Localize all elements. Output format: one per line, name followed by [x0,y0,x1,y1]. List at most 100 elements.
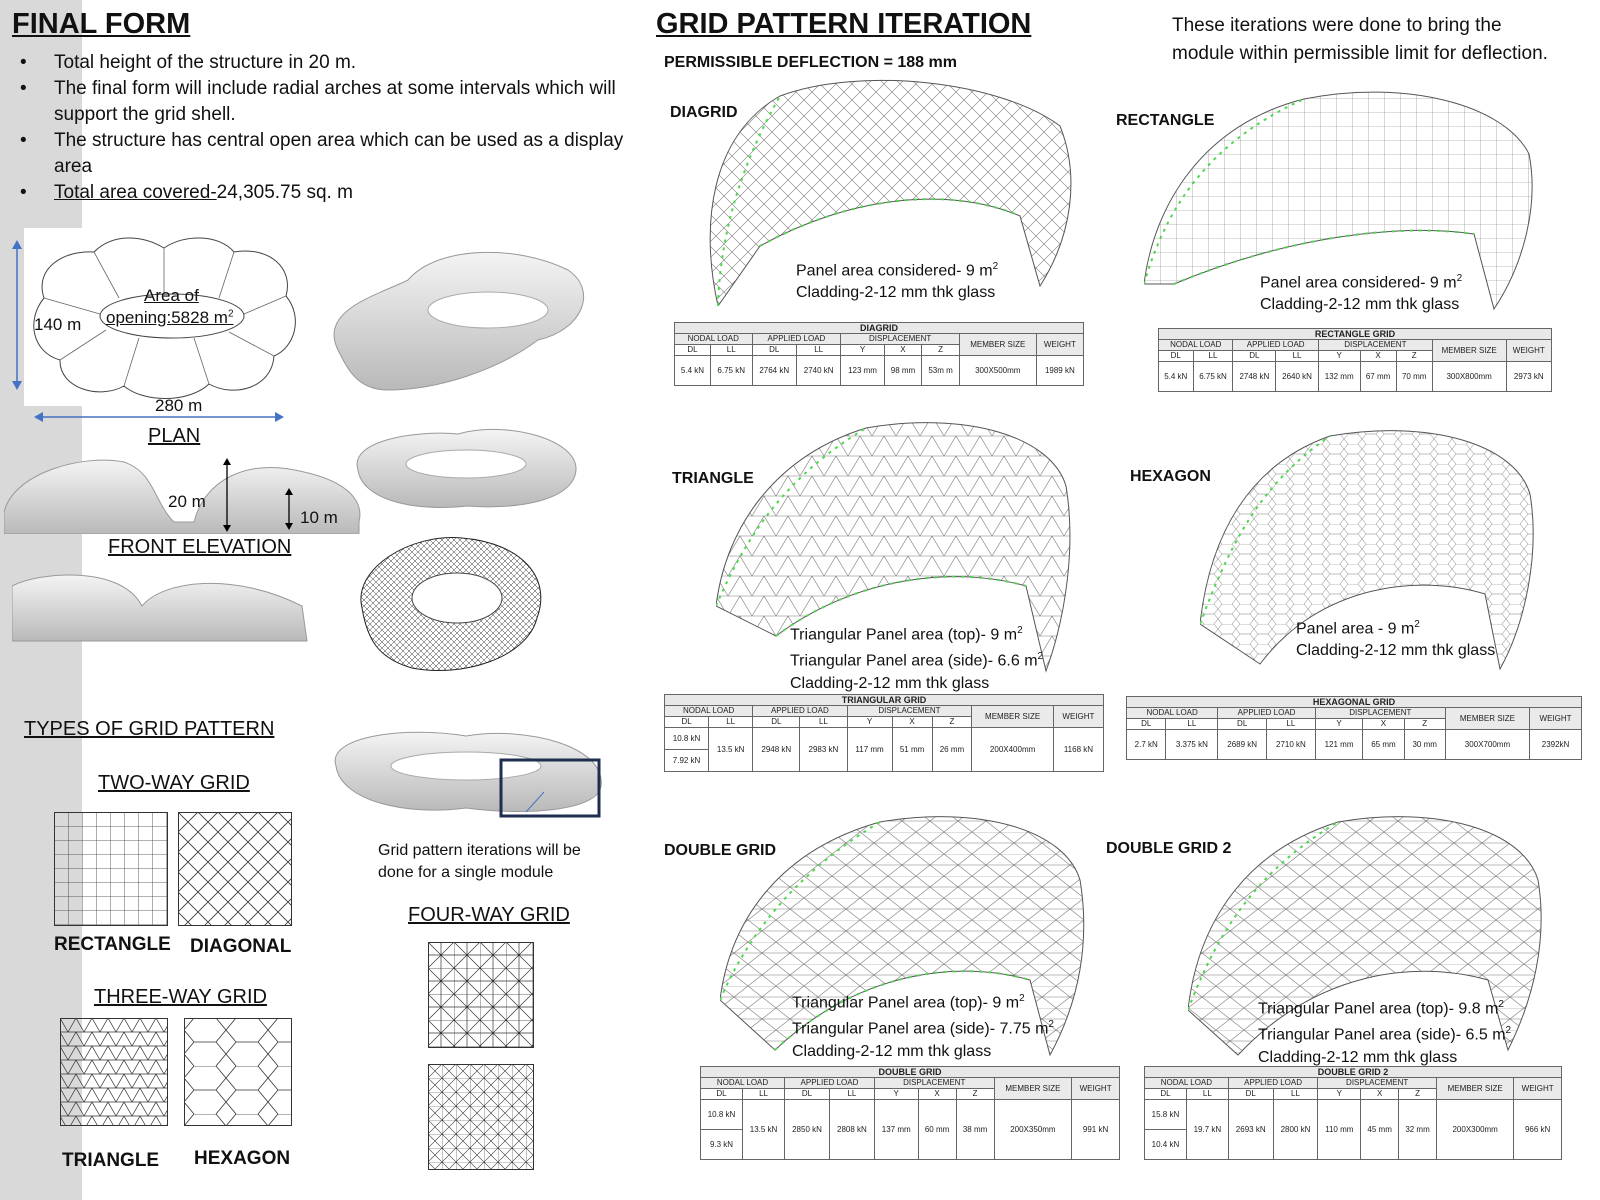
final-form-bullets: Total height of the structure in 20 m. T… [14,50,634,206]
module-note-line-2: done for a single module [378,864,554,881]
table-cell: 200X400mm [971,727,1054,772]
table-cell: DISPLACEMENT [873,1077,995,1089]
three-way-title: THREE-WAY GRID [94,986,267,1008]
table-cell: NODAL LOAD [699,1077,786,1089]
iteration-intro: These iterations were done to bring the … [1172,12,1548,68]
table-cell: LL [828,1088,875,1100]
table-cell: 13.5 kN [708,727,754,772]
plan-caption: PLAN [148,425,201,447]
table-cell: 2973 kN [1505,361,1553,392]
table-cell: 7.92 kN [663,749,710,772]
triangle-module-label: TRIANGLE [672,470,754,487]
table-cell: 19.7 kN [1185,1099,1229,1160]
table-cell: Z [1398,1088,1437,1100]
table-cell: MEMBER SIZE [971,705,1054,728]
table-cell: 2740 kN [795,355,842,386]
elevation-dim-10: 10 m [300,508,338,527]
table-cell: 2693 kN [1227,1099,1274,1160]
plan-dim-140: 140 m [34,315,82,334]
table-cell: Y [1314,718,1364,730]
table-cell: 200X350mm [993,1099,1073,1160]
table-cell: LL [709,344,753,356]
table-cell: 991 kN [1071,1099,1120,1160]
table-cell: LL [1266,718,1316,730]
table-cell: 2689 kN [1217,729,1268,760]
table-cell: NODAL LOAD [1157,339,1234,351]
table-cell: LL [1165,718,1219,730]
table-cell: Y [840,344,885,356]
double-grid-note: Triangular Panel area (top)- 9 m2 Triang… [792,993,1054,1060]
table-cell: NODAL LOAD [1125,707,1219,719]
table-cell: Z [921,344,960,356]
table-cell: DOUBLE GRID [700,1066,1120,1078]
bullet-open-area: The structure has central open area whic… [14,128,634,180]
table-cell: 10.8 kN [699,1099,744,1130]
table-cell: 132 mm [1317,361,1361,392]
table-cell: APPLIED LOAD [1227,1077,1319,1089]
table-cell: 117 mm [846,727,893,772]
triangle-grid-sample [60,1018,168,1126]
table-cell: 1989 kN [1035,355,1085,386]
wireframe-view [352,528,552,678]
table-cell: WEIGHT [1035,333,1085,356]
table-cell: 65 mm [1362,729,1405,760]
table-cell: DISPLACEMENT [840,333,960,345]
table-cell: 2748 kN [1232,361,1277,392]
table-cell: APPLIED LOAD [784,1077,875,1089]
table-cell: DL [1144,1088,1187,1100]
elevation-caption: FRONT ELEVATION [108,536,292,558]
rectangle-module-label: RECTANGLE [1116,112,1215,129]
bullet-area-covered: Total area covered-24,305.75 sq. m [14,180,634,206]
table-cell: MEMBER SIZE [958,333,1037,356]
plan-width-dimension-arrow [34,410,284,424]
table-cell: 60 mm [917,1099,957,1160]
table-cell: Z [931,716,973,728]
table-cell: DISPLACEMENT [1317,339,1433,351]
table-cell: 966 kN [1513,1099,1562,1160]
table-cell: X [1359,350,1397,362]
front-elevation-drawing [4,452,364,534]
table-cell: LL [1275,350,1319,362]
area-covered-value: 24,305.75 sq. m [216,182,353,203]
plan-dim-280: 280 m [155,396,203,415]
table-cell: DL [663,716,710,728]
module-selection-render [326,726,608,820]
hexagon-module-label: HEXAGON [1130,468,1211,485]
two-way-title: TWO-WAY GRID [98,772,250,794]
table-cell: 98 mm [883,355,923,386]
table-cell: 67 mm [1359,361,1397,392]
triangle-label: TRIANGLE [62,1150,160,1171]
double-grid-2-note: Triangular Panel area (top)- 9.8 m2 Tria… [1258,999,1512,1066]
table-cell: 2948 kN [752,727,801,772]
table-cell: NODAL LOAD [1144,1077,1229,1089]
double-grid-label: DOUBLE GRID [664,842,776,859]
table-cell: DISPLACEMENT [846,705,973,717]
rectangle-label: RECTANGLE [54,934,171,955]
iteration-title: GRID PATTERN ITERATION [656,8,1032,40]
table-cell: MEMBER SIZE [1444,707,1531,730]
table-cell: 10.8 kN [663,727,710,750]
table-cell: DL [1232,350,1277,362]
table-cell: TRIANGULAR GRID [664,694,1104,706]
table-cell: 300X800mm [1431,361,1507,392]
table-cell: DL [1125,718,1167,730]
bullet-height: Total height of the structure in 20 m. [14,50,634,76]
table-cell: APPLIED LOAD [1232,339,1319,351]
table-cell: 300X500mm [958,355,1037,386]
table-cell: 2983 kN [799,727,848,772]
table-cell: DL [674,344,711,356]
table-cell: WEIGHT [1529,707,1582,730]
table-cell: DL [1158,350,1194,362]
diagrid-note: Panel area considered- 9 m2 Cladding-2-1… [796,261,999,302]
permissible-deflection: PERMISSIBLE DEFLECTION = 188 mm [664,54,957,71]
table-cell: DOUBLE GRID 2 [1144,1066,1562,1078]
table-cell: Y [873,1088,919,1100]
double-grid-2-shell-model [1188,810,1548,1060]
